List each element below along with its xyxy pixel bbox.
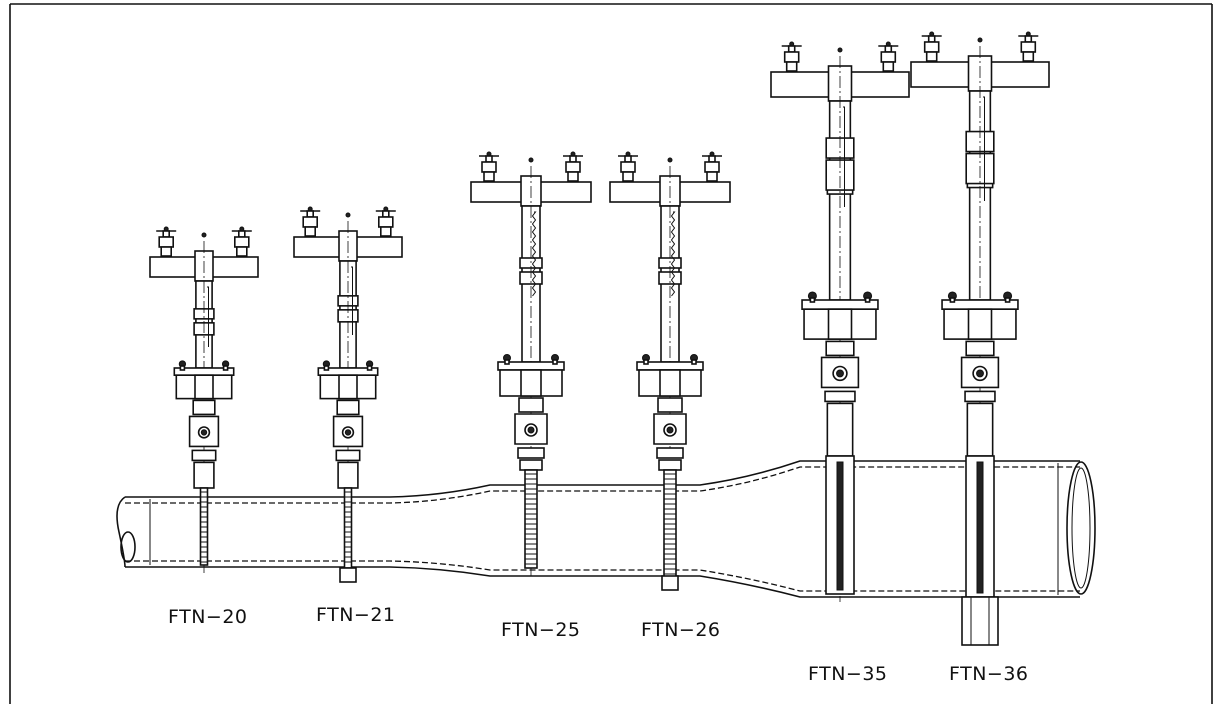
needle-valve-pair [156, 226, 252, 257]
pipe-right-opening [1066, 461, 1096, 595]
pipe-top-inner [125, 466, 1080, 504]
ball-valve-body [514, 397, 548, 471]
flange-assembly [636, 354, 704, 397]
instrument-ftn-25 [470, 151, 592, 576]
pipe-left-end [116, 496, 126, 568]
flange-assembly [497, 354, 565, 397]
capillary-tube [531, 211, 537, 297]
capillary-tube [843, 106, 845, 207]
needle-valve-pair [618, 151, 722, 182]
instrument-ftn-26 [609, 151, 731, 591]
pipe [116, 460, 1096, 598]
label-ftn-25: FTN−25 [501, 619, 581, 641]
label-ftn-26: FTN−26 [641, 619, 721, 641]
label-ftn-21: FTN−21 [316, 604, 396, 626]
pipe-bottom-inner [125, 560, 1080, 592]
needle-valve-pair [300, 206, 396, 237]
label-ftn-36: FTN−36 [949, 663, 1029, 685]
sensor-probe [961, 455, 999, 646]
instrument-assemblies [149, 31, 1050, 646]
needle-valve-pair [479, 151, 583, 182]
sensor-probe [825, 455, 855, 595]
pipe-bottom-wall [125, 566, 1080, 598]
instrument-ftn-21 [293, 206, 403, 583]
needle-valve-pair [921, 31, 1039, 62]
label-ftn-20: FTN−20 [168, 606, 248, 628]
ball-valve-body [653, 397, 687, 471]
sensor-probe [661, 469, 679, 591]
capillary-tube [207, 286, 209, 347]
sensor-probe [339, 487, 357, 583]
label-ftn-35: FTN−35 [808, 663, 888, 685]
instrument-ftn-35 [770, 41, 910, 602]
sensor-probe [199, 487, 209, 566]
flange-assembly [801, 291, 879, 340]
manifold-block [293, 230, 403, 262]
pipe-left-opening [120, 531, 136, 563]
pipe-top-wall [125, 460, 1080, 498]
flange-assembly [941, 291, 1019, 340]
ball-valve-body [820, 340, 860, 457]
manifold-block [910, 55, 1050, 92]
ball-valve-body [188, 399, 220, 489]
instrument-ftn-36 [910, 31, 1050, 646]
flange-assembly [173, 360, 235, 400]
sensor-probe [524, 469, 538, 569]
instrument-labels: FTN−20 FTN−21 FTN−25 FTN−26 FTN−35 FTN−3… [168, 604, 1029, 685]
capillary-tube [983, 96, 985, 201]
capillary-tube [670, 211, 676, 297]
needle-valve-pair [781, 41, 899, 72]
ball-valve-body [332, 399, 364, 489]
instrument-ftn-20 [149, 226, 259, 573]
flange-assembly [317, 360, 379, 400]
ball-valve-body [960, 340, 1000, 457]
drawing-frame [9, 3, 1213, 704]
capillary-tube [351, 266, 353, 335]
